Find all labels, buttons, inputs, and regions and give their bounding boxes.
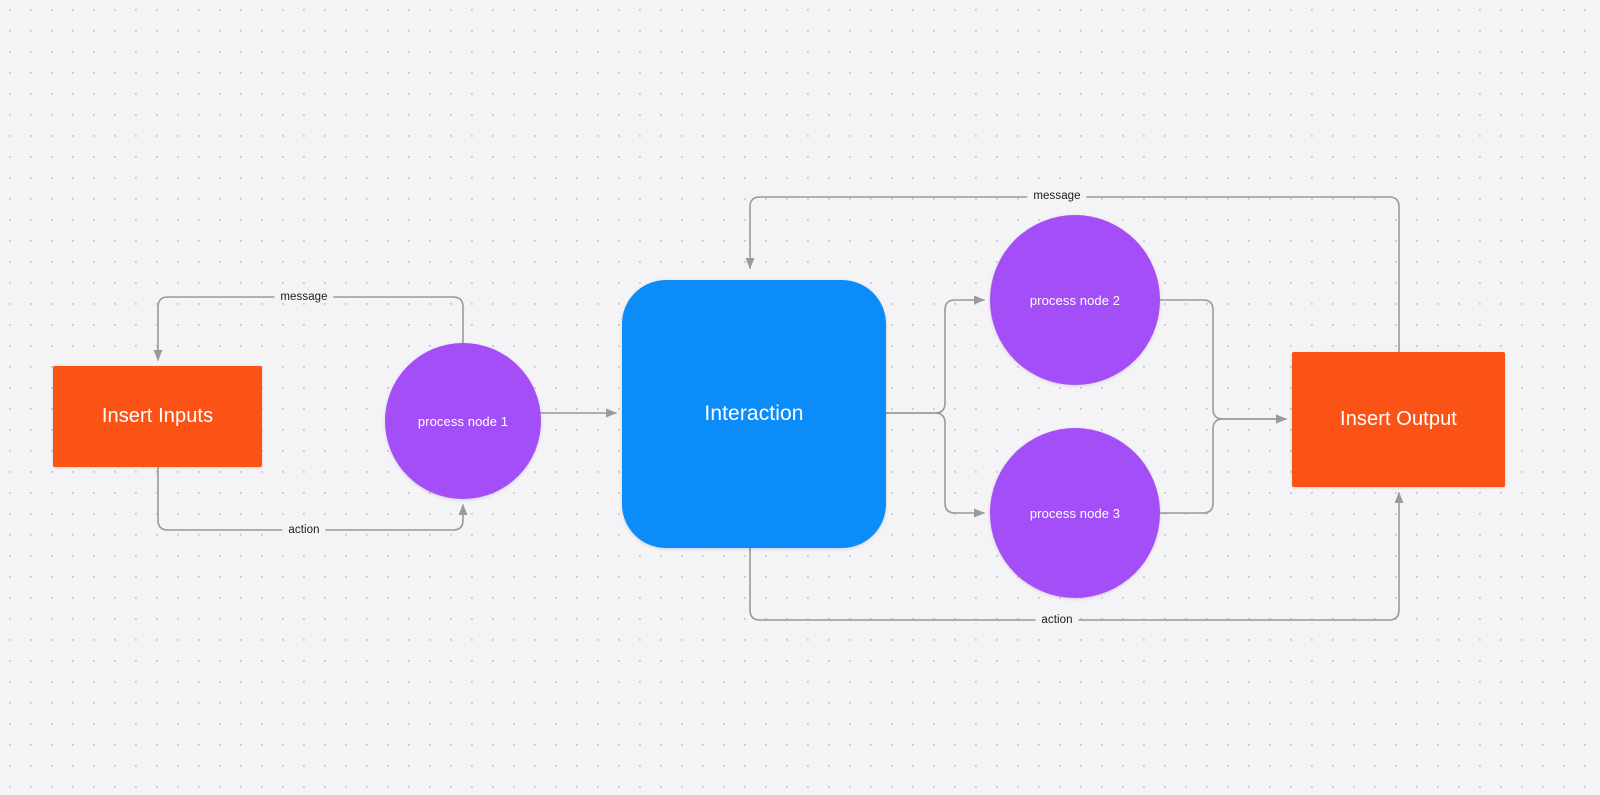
node-insert-output-label: Insert Output <box>1340 408 1457 430</box>
edge-path-interaction-node3 <box>885 412 986 518</box>
node-process-node-3-label: process node 3 <box>1029 505 1121 521</box>
edge-label-message-right[interactable]: message <box>1027 190 1087 202</box>
edge-label-action-right[interactable]: action <box>1035 614 1079 626</box>
node-process-node-2-label: process node 2 <box>1029 292 1121 308</box>
node-process-node-3[interactable]: process node 3 <box>990 428 1160 598</box>
node-process-node-1[interactable]: process node 1 <box>385 343 541 499</box>
edge-path-node3-output <box>1159 414 1288 514</box>
edge-path-interaction-node2 <box>885 295 986 414</box>
node-insert-inputs-label: Insert Inputs <box>101 405 214 427</box>
edge-path-message-left <box>153 296 464 362</box>
edge-label-message-left[interactable]: message <box>274 291 334 303</box>
node-insert-output[interactable]: Insert Output <box>1292 352 1505 487</box>
node-interaction-label: Interaction <box>704 402 804 425</box>
node-interaction[interactable]: Interaction <box>622 280 886 548</box>
edge-label-action-left[interactable]: action <box>282 524 326 536</box>
node-insert-inputs[interactable]: Insert Inputs <box>53 366 262 467</box>
edge-path-node2-output <box>1159 299 1288 424</box>
node-process-node-2[interactable]: process node 2 <box>990 215 1160 385</box>
node-process-node-1-label: process node 1 <box>417 413 509 429</box>
